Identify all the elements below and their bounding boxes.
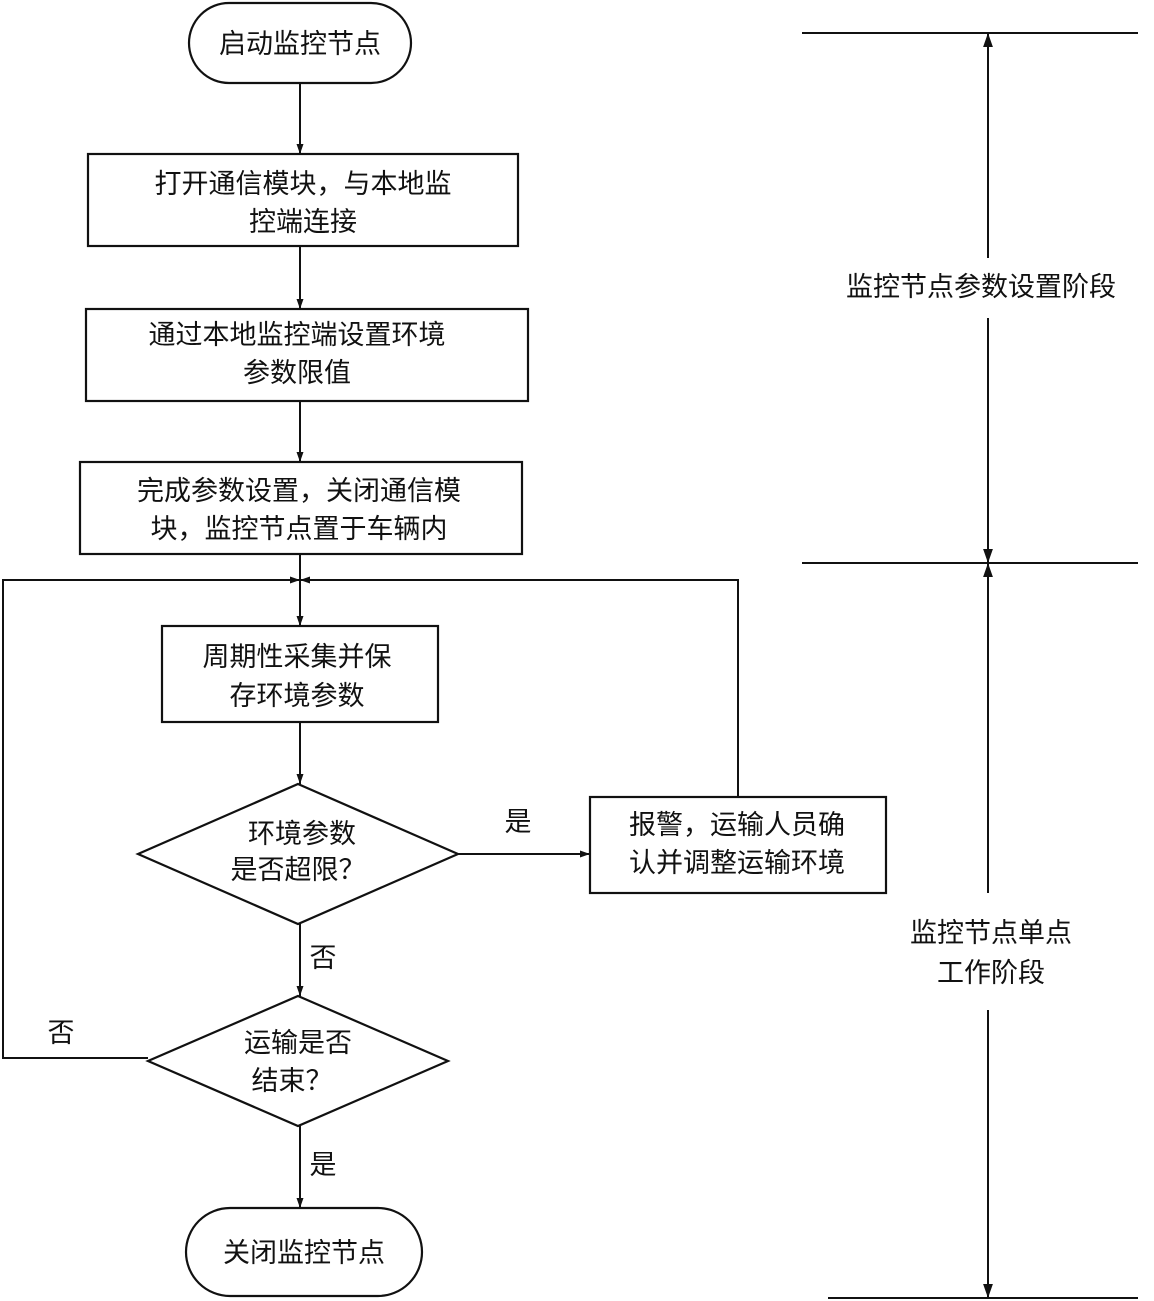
edge-label-d1-yes: 是 — [505, 807, 532, 838]
step4-label-line1: 周期性采集并保 — [203, 642, 392, 673]
step4-label-line2: 存环境参数 — [230, 681, 365, 712]
edge-label-d2-yes: 是 — [310, 1150, 337, 1181]
phase2-label-line2: 工作阶段 — [937, 958, 1045, 989]
end-terminal — [184, 1206, 424, 1298]
alarm-label-line1: 报警，运输人员确 — [629, 810, 845, 841]
arrow-alarm-loop-back — [300, 576, 739, 797]
process-box-open-comm — [86, 152, 520, 248]
step3-label-line1: 完成参数设置，关闭通信模 — [137, 476, 461, 507]
edge-label-d2-no: 否 — [48, 1018, 75, 1049]
phase1-label: 监控节点参数设置阶段 — [846, 272, 1116, 303]
step2-label-line1: 通过本地监控端设置环境 — [149, 320, 446, 351]
arrow-decision2-no-loop — [2, 576, 300, 1059]
alarm-label-line2: 认并调整运输环境 — [629, 848, 845, 879]
step3-label-line2: 块，监控节点置于车辆内 — [151, 514, 448, 545]
decision2-label-line1: 运输是否 — [244, 1028, 352, 1059]
decision-diamond-finished — [145, 994, 451, 1128]
step1-label-line1: 打开通信模块，与本地监 — [155, 169, 452, 200]
edge-label-d1-no: 否 — [310, 943, 337, 974]
end-label: 关闭监控节点 — [223, 1238, 385, 1269]
start-label: 启动监控节点 — [219, 29, 381, 60]
decision-diamond-exceed — [135, 782, 461, 926]
phase2-label-line1: 监控节点单点 — [910, 918, 1072, 949]
step2-label-line2: 参数限值 — [243, 358, 351, 389]
decision1-label-line1: 环境参数 — [248, 819, 356, 850]
step1-label-line2: 控端连接 — [249, 207, 357, 238]
decision1-label-line2: 是否超限？ — [231, 855, 366, 886]
decision2-label-line2: 结束？ — [252, 1066, 333, 1097]
process-box-set-limits — [84, 307, 530, 403]
